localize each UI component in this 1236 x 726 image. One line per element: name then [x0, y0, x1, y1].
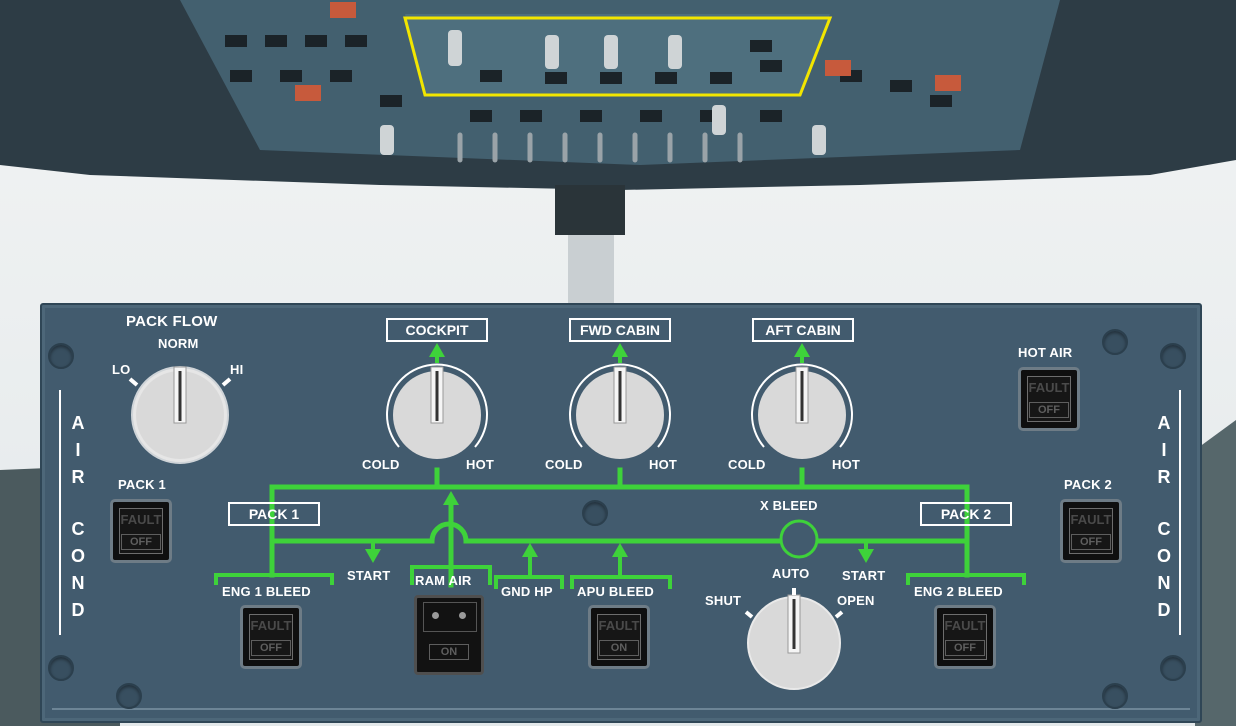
ram-air-guard-pin-left	[432, 612, 439, 619]
pack-2-off-light: OFF	[1071, 534, 1111, 550]
panel-screw	[1160, 655, 1186, 681]
pack-2-fault-light: FAULT	[1070, 512, 1112, 527]
ram-air-guard-pin-right	[459, 612, 466, 619]
panel-screw	[582, 500, 608, 526]
pack-1-pushbutton[interactable]: FAULT OFF	[110, 499, 172, 563]
pack-flow-hi-label: HI	[230, 362, 244, 377]
fwd-cabin-hot-label: HOT	[649, 457, 678, 472]
ram-air-label: RAM AIR	[415, 573, 472, 588]
apu-bleed-fault-light: FAULT	[598, 618, 640, 633]
cockpit-temp-knob[interactable]	[386, 363, 488, 459]
aft-cabin-temp-knob[interactable]	[751, 363, 853, 459]
pack-1-fault-light: FAULT	[120, 512, 162, 527]
pack-flow-norm-label: NORM	[158, 336, 199, 351]
apu-bleed-pushbutton[interactable]: FAULT ON	[588, 605, 650, 669]
pack-flow-knob[interactable]	[128, 366, 232, 464]
ram-air-on-light: ON	[429, 644, 469, 660]
apu-bleed-on-light: ON	[599, 640, 639, 656]
pack-2-label: PACK 2	[1064, 477, 1112, 492]
duct-diagram	[52, 343, 1190, 710]
aft-cabin-hot-label: HOT	[832, 457, 861, 472]
start-label-left: START	[347, 568, 391, 583]
gnd-hp-label: GND HP	[501, 584, 553, 599]
eng-1-bleed-fault-light: FAULT	[250, 618, 292, 633]
pack-2-flow-label: PACK 2	[920, 502, 1012, 526]
fwd-cabin-temp-knob[interactable]	[569, 363, 671, 459]
panel-screw	[48, 343, 74, 369]
eng-2-bleed-off-light: OFF	[945, 640, 985, 656]
eng-2-bleed-fault-light: FAULT	[944, 618, 986, 633]
fwd-cabin-zone-label: FWD CABIN	[569, 318, 671, 342]
pack-1-label: PACK 1	[118, 477, 166, 492]
eng-1-bleed-pushbutton[interactable]: FAULT OFF	[240, 605, 302, 669]
x-bleed-auto-label: AUTO	[772, 566, 810, 581]
pack-1-flow-label: PACK 1	[228, 502, 320, 526]
x-bleed-open-label: OPEN	[837, 593, 875, 608]
x-bleed-shut-label: SHUT	[705, 593, 742, 608]
ram-air-guard[interactable]	[423, 602, 477, 632]
cockpit-cold-label: COLD	[362, 457, 400, 472]
ram-air-guarded-switch[interactable]: ON	[414, 595, 484, 675]
pack-flow-title: PACK FLOW	[126, 313, 218, 330]
hot-air-off-light: OFF	[1029, 402, 1069, 418]
start-label-right: START	[842, 568, 886, 583]
panel-screw	[48, 655, 74, 681]
pack-2-pushbutton[interactable]: FAULT OFF	[1060, 499, 1122, 563]
x-bleed-selector-knob[interactable]	[744, 588, 844, 690]
aft-cabin-zone-label: AFT CABIN	[752, 318, 854, 342]
highlight-box	[403, 16, 833, 97]
eng-2-bleed-pushbutton[interactable]: FAULT OFF	[934, 605, 996, 669]
hot-air-pushbutton[interactable]: FAULT OFF	[1018, 367, 1080, 431]
panel-screw	[1160, 343, 1186, 369]
eng-2-bleed-label: ENG 2 BLEED	[914, 584, 1003, 599]
x-bleed-label: X BLEED	[760, 498, 818, 513]
hot-air-label: HOT AIR	[1018, 345, 1073, 360]
fwd-cabin-cold-label: COLD	[545, 457, 583, 472]
eng-1-bleed-off-light: OFF	[251, 640, 291, 656]
aft-cabin-cold-label: COLD	[728, 457, 766, 472]
apu-bleed-label: APU BLEED	[577, 584, 654, 599]
eng-1-bleed-label: ENG 1 BLEED	[222, 584, 311, 599]
panel-screw	[1102, 683, 1128, 709]
panel-screw	[116, 683, 142, 709]
pack-1-off-light: OFF	[121, 534, 161, 550]
cockpit-zone-label: COCKPIT	[386, 318, 488, 342]
cockpit-hot-label: HOT	[466, 457, 495, 472]
pack-flow-lo-label: LO	[112, 362, 131, 377]
hot-air-fault-light: FAULT	[1028, 380, 1070, 395]
panel-screw	[1102, 329, 1128, 355]
